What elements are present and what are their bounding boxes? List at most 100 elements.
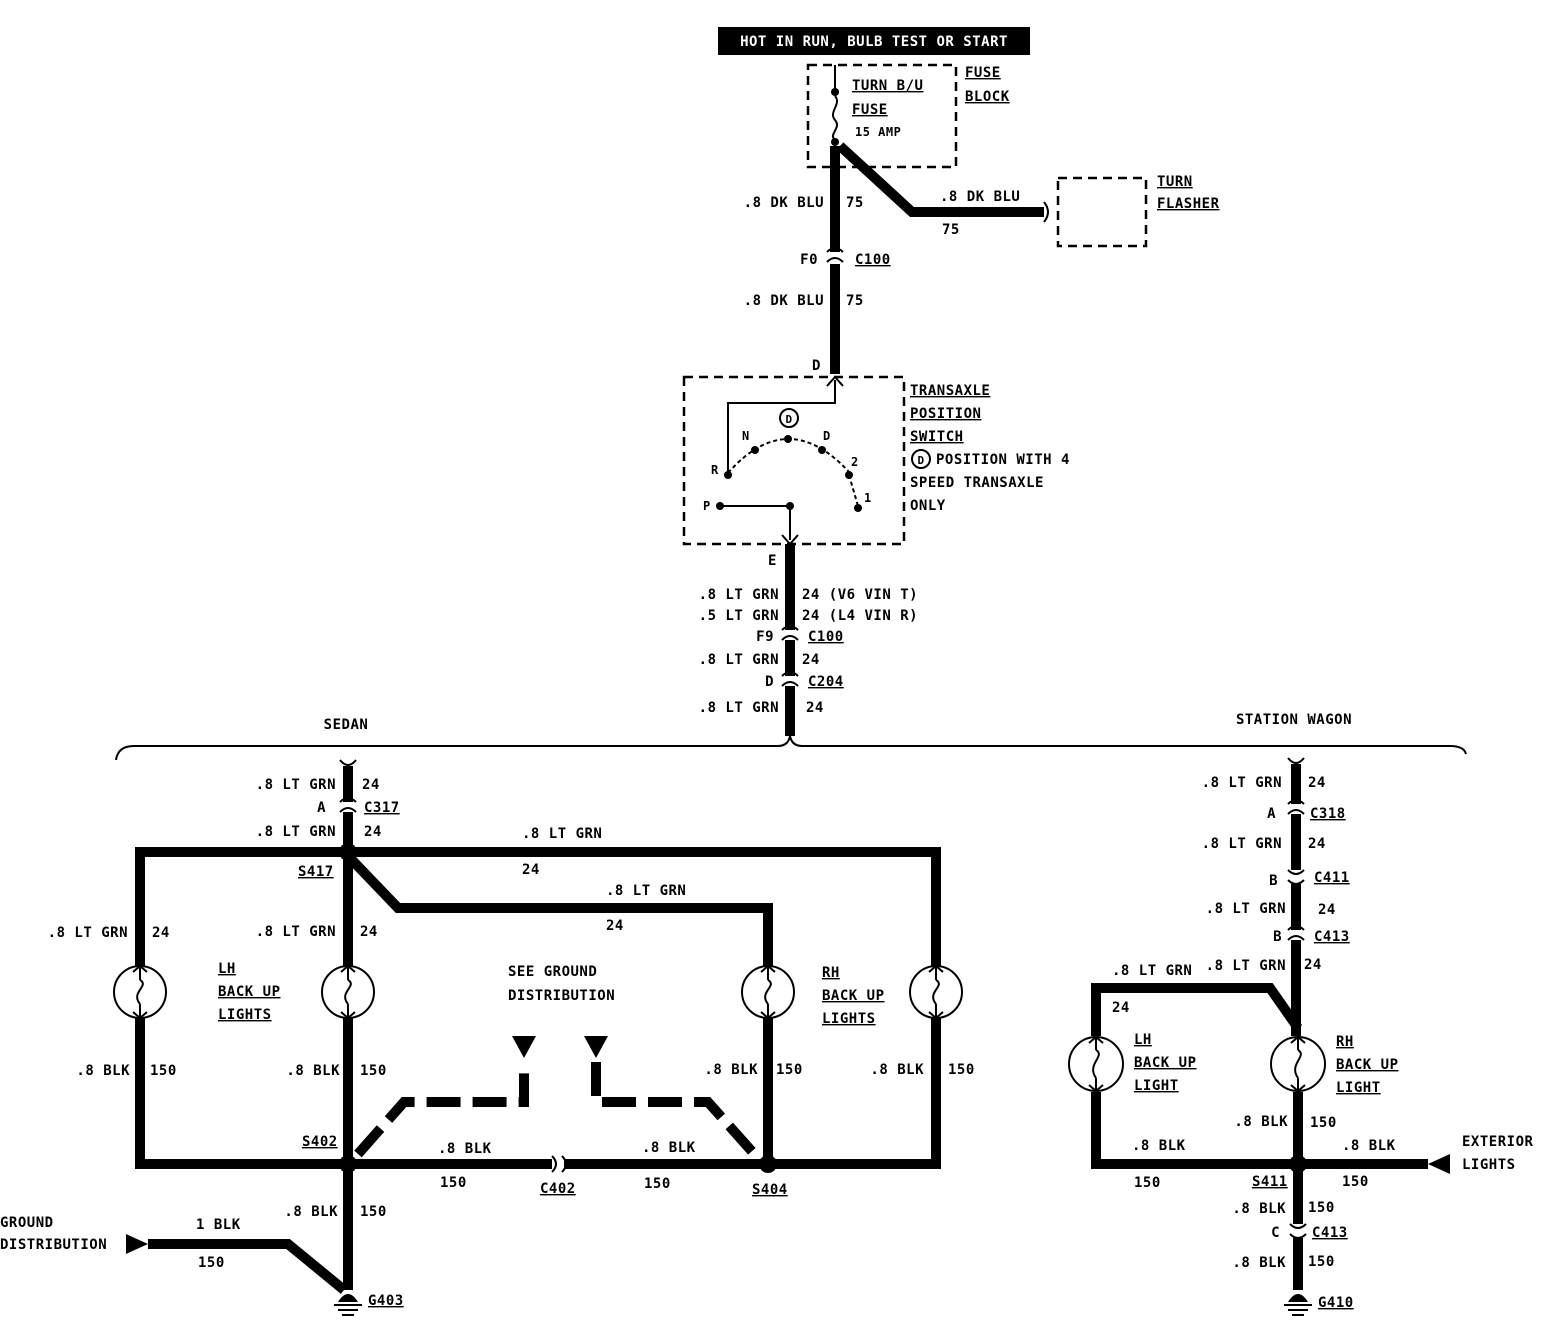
overdrive-circle-icon <box>779 408 799 428</box>
note-circle-icon <box>911 449 931 469</box>
connector-c204: C204 <box>808 674 844 690</box>
sedan-wire-entry-icon <box>339 759 357 766</box>
wagon-rh-2: BACK UP <box>1336 1057 1399 1073</box>
flasher-terminal-icon <box>1043 201 1049 223</box>
connector-c100-top-icon <box>826 247 844 263</box>
sedan-ltgrn-1: .8 LT GRN <box>256 777 336 793</box>
section-sedan: SEDAN <box>324 717 369 733</box>
wagon-150-rh: 150 <box>1310 1115 1337 1131</box>
wire-wagon-to-lh <box>1091 983 1303 1036</box>
connector-c317-icon <box>339 797 357 813</box>
feed-wire-color-2: .8 DK BLU <box>744 293 824 309</box>
switch-pivot <box>786 502 794 510</box>
pin-f9: F9 <box>756 629 774 645</box>
wagon-blk-s1: .8 BLK <box>1232 1201 1286 1217</box>
switch-contact-r <box>724 471 732 479</box>
sedan-ltgrn-2: .8 LT GRN <box>256 824 336 840</box>
sedan-150-r1: 150 <box>776 1062 803 1078</box>
ground-dist-1: GROUND <box>0 1215 54 1231</box>
exterior-lights-2: LIGHTS <box>1462 1157 1516 1173</box>
ground-dist-path-right <box>591 1062 760 1160</box>
turn-flasher-label-1: TURN <box>1157 174 1193 190</box>
ground-dist-arrow-right-icon <box>584 1036 608 1058</box>
ltgrn-8-label-2: .8 LT GRN <box>699 652 779 668</box>
sedan-24-1: 24 <box>362 777 380 793</box>
switch-title-1: TRANSAXLE <box>910 383 990 399</box>
switch-contact-n <box>751 446 759 454</box>
rh-lights-1: RH <box>822 965 840 981</box>
pin-d-c204: D <box>765 674 774 690</box>
flasher-wire-circuit: 75 <box>942 222 960 238</box>
splice-s417-dot <box>339 843 357 861</box>
rh-lights-3: LIGHTS <box>822 1011 876 1027</box>
connector-c413-top-icon <box>1287 925 1305 941</box>
wire-wagon-lh-ground <box>1091 1092 1298 1169</box>
turn-flasher-label-2: FLASHER <box>1157 196 1220 212</box>
switch-note-2: SPEED TRANSAXLE <box>910 475 1044 491</box>
feed-wire-circuit-1: 75 <box>846 195 864 211</box>
connector-c100-bottom: C100 <box>808 629 844 645</box>
connector-c402: C402 <box>540 1181 576 1197</box>
wagon-150-s1: 150 <box>1308 1200 1335 1216</box>
sedan-24-l2: 24 <box>360 924 378 940</box>
wagon-150-ext: 150 <box>1342 1174 1369 1190</box>
split-bracket <box>115 735 1467 761</box>
bulb-lh-outer-icon <box>113 964 167 1020</box>
switch-arc <box>727 438 851 474</box>
switch-terminal-e: E <box>768 553 777 569</box>
ltgrn-8-label-3: .8 LT GRN <box>699 700 779 716</box>
fuse-block-label-2: BLOCK <box>965 89 1010 105</box>
ltgrn-5-label: .5 LT GRN <box>699 608 779 624</box>
wagon-24-4: 24 <box>1304 957 1322 973</box>
sedan-blk-b2: .8 BLK <box>642 1140 696 1156</box>
splice-s417: S417 <box>298 864 334 880</box>
lh-lights-3: LIGHTS <box>218 1007 272 1023</box>
switch-terminal-d: D <box>812 358 821 374</box>
overdrive-circle-letter: D <box>785 413 792 426</box>
connector-c413-bottom: C413 <box>1312 1225 1348 1241</box>
switch-pos-p: P <box>703 499 711 513</box>
wagon-blk-ext: .8 BLK <box>1342 1138 1396 1154</box>
pin-f0: F0 <box>800 252 818 268</box>
rh-lights-2: BACK UP <box>822 988 885 1004</box>
fuse-element-icon <box>832 95 838 141</box>
wire-rh-outer-ground <box>768 1018 941 1169</box>
wagon-rh-3: LIGHT <box>1336 1080 1381 1096</box>
wire-ground-dist-to-g403 <box>148 1239 348 1294</box>
wagon-ltgrn-4: .8 LT GRN <box>1206 958 1286 974</box>
switch-internal-path <box>727 380 836 473</box>
splice-s404: S404 <box>752 1182 788 1198</box>
blk-1-label: 1 BLK <box>196 1217 241 1233</box>
splice-s402: S402 <box>302 1134 338 1150</box>
splice-s411: S411 <box>1252 1174 1288 1190</box>
sedan-150-g: 150 <box>360 1204 387 1220</box>
circuit-24-v6: 24 (V6 VIN T) <box>802 587 918 603</box>
pin-a-c317: A <box>317 800 326 816</box>
sedan-150-b1: 150 <box>440 1175 467 1191</box>
feed-wire-circuit-2: 75 <box>846 293 864 309</box>
ground-g403: G403 <box>368 1293 404 1309</box>
switch-contact-1 <box>854 504 862 512</box>
fuse-block-label-1: FUSE <box>965 65 1001 81</box>
sedan-blk-r1: .8 BLK <box>704 1062 758 1078</box>
switch-pos-n: N <box>742 429 750 443</box>
splice-s404-dot <box>759 1155 777 1173</box>
fuse-name-1: TURN B/U <box>852 78 923 94</box>
sedan-150-b2: 150 <box>644 1176 671 1192</box>
connector-c413-bottom-icon <box>1289 1223 1307 1239</box>
connector-c100-top: C100 <box>855 252 891 268</box>
wagon-24-lh: 24 <box>1112 1000 1130 1016</box>
sedan-24-l1: 24 <box>152 925 170 941</box>
wagon-150-s2: 150 <box>1308 1254 1335 1270</box>
switch-top-arrow-icon <box>826 375 844 387</box>
pin-b-c411: B <box>1269 873 1278 889</box>
pin-c-c413: C <box>1271 1225 1280 1241</box>
wire-s417-left-loop <box>135 847 348 966</box>
exterior-lights-arrow-icon <box>1428 1154 1450 1174</box>
wagon-lh-3: LIGHT <box>1134 1078 1179 1094</box>
fuse-name-2: FUSE <box>852 102 888 118</box>
switch-contact-d <box>818 446 826 454</box>
sedan-blk-g: .8 BLK <box>284 1204 338 1220</box>
connector-c204-icon <box>781 671 799 687</box>
connector-c411: C411 <box>1314 870 1350 886</box>
